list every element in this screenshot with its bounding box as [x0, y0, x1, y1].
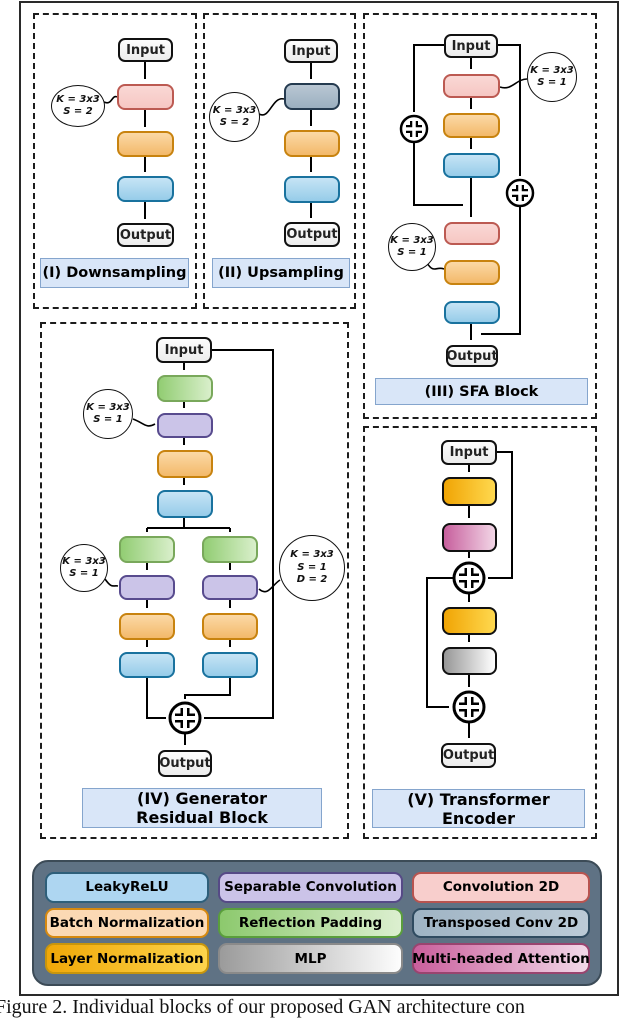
input-label: Input: [291, 43, 331, 59]
input-label: Input: [449, 445, 489, 460]
legend-item-transposed-conv-2d: Transposed Conv 2D: [412, 907, 590, 939]
p1-kernel-annotation: K = 3x3 S = 2: [51, 85, 105, 127]
p3-leakyrelu-block-2: [444, 301, 500, 324]
p4-separable-conv-block-right: [202, 575, 258, 600]
panel-generator-residual-block: [40, 322, 349, 839]
p4-reflection-padding-block-right: [202, 536, 258, 563]
p2-batchnorm-block: [284, 130, 340, 157]
input-label: Input: [164, 342, 204, 358]
legend-item-layer-normalization: Layer Normalization: [45, 943, 209, 974]
legend-item-convolution-2d: Convolution 2D: [412, 872, 590, 903]
p1-title: (I) Downsampling: [40, 258, 189, 288]
figure-frame: [19, 1, 619, 996]
p4-leakyrelu-block-1: [157, 490, 213, 518]
p4-kernel-annotation-1: K = 3x3 S = 1: [83, 389, 133, 439]
p5-layernorm-block-1: [442, 477, 497, 506]
p3-leakyrelu-block-1: [443, 153, 500, 178]
p4-reflection-padding-block-1: [157, 375, 213, 402]
p3-kernel-annotation-1: K = 3x3 S = 1: [527, 52, 577, 102]
p5-title: (V) Transformer Encoder: [372, 789, 585, 828]
p4-kernel-annotation-3: K = 3x3 S = 1 D = 2: [279, 535, 345, 601]
p2-leakyrelu-block: [284, 176, 340, 203]
output-label: Output: [442, 748, 495, 763]
p3-kernel-annotation-2: K = 3x3 S = 1: [388, 223, 436, 271]
p5-mlp-block: [442, 647, 497, 675]
panel-downsampling: [33, 13, 197, 309]
p4-reflection-padding-block-left: [119, 536, 175, 563]
p4-batchnorm-block-right: [202, 613, 258, 640]
legend-item-multi-headed-attention: Multi-headed Attention: [412, 943, 590, 974]
panel-sfa-block: [363, 13, 597, 419]
p5-output-node: Output: [441, 743, 496, 768]
legend-item-batch-normalization: Batch Normalization: [45, 907, 209, 939]
output-label: Output: [286, 227, 338, 242]
p4-separable-conv-block-left: [119, 575, 175, 600]
legend-item-reflection-padding: Reflection Padding: [218, 907, 403, 939]
p2-output-node: Output: [284, 222, 340, 247]
p4-input-node: Input: [156, 337, 212, 363]
p3-batchnorm-block-1: [443, 113, 500, 138]
p4-batchnorm-block-1: [157, 450, 213, 478]
p4-leakyrelu-block-right: [202, 652, 258, 678]
p1-output-node: Output: [117, 223, 174, 247]
p5-multihead-attention-block: [442, 523, 497, 552]
p3-output-node: Output: [446, 345, 498, 367]
p2-transposed-conv-block: [284, 83, 340, 110]
legend-item-leakyrelu: LeakyReLU: [45, 872, 209, 903]
p5-layernorm-block-2: [442, 607, 497, 635]
input-label: Input: [126, 42, 165, 58]
p3-title: (III) SFA Block: [375, 378, 588, 405]
p4-kernel-annotation-2: K = 3x3 S = 1: [60, 544, 108, 592]
p3-conv2d-block-1: [443, 74, 500, 98]
p1-input-node: Input: [118, 38, 173, 62]
p5-input-node: Input: [441, 440, 497, 465]
p1-batchnorm-block: [117, 131, 174, 157]
p2-kernel-annotation: K = 3x3 S = 2: [209, 92, 260, 142]
output-label: Output: [119, 227, 172, 243]
panel-upsampling: [203, 13, 356, 309]
input-label: Input: [451, 38, 491, 54]
output-label: Output: [446, 348, 498, 364]
p4-title: (IV) Generator Residual Block: [82, 788, 322, 828]
p4-output-node: Output: [158, 750, 212, 777]
legend-panel: LeakyReLU Separable Convolution Convolut…: [32, 860, 602, 986]
p4-leakyrelu-block-left: [119, 652, 175, 678]
p1-conv2d-block: [117, 84, 174, 110]
p2-title: (II) Upsampling: [212, 258, 350, 288]
p2-input-node: Input: [284, 39, 338, 63]
output-label: Output: [159, 756, 211, 771]
legend-item-separable-convolution: Separable Convolution: [218, 872, 403, 903]
p4-batchnorm-block-left: [119, 613, 175, 640]
panel-transformer-encoder: [363, 426, 597, 839]
p3-conv2d-block-2: [444, 222, 500, 245]
p1-leakyrelu-block: [117, 176, 174, 202]
figure-caption: Figure 2. Individual blocks of our propo…: [0, 996, 525, 1018]
legend-item-mlp: MLP: [218, 943, 403, 974]
p3-batchnorm-block-2: [444, 260, 500, 285]
p3-input-node: Input: [444, 34, 498, 58]
p4-separable-conv-block-1: [157, 413, 213, 438]
